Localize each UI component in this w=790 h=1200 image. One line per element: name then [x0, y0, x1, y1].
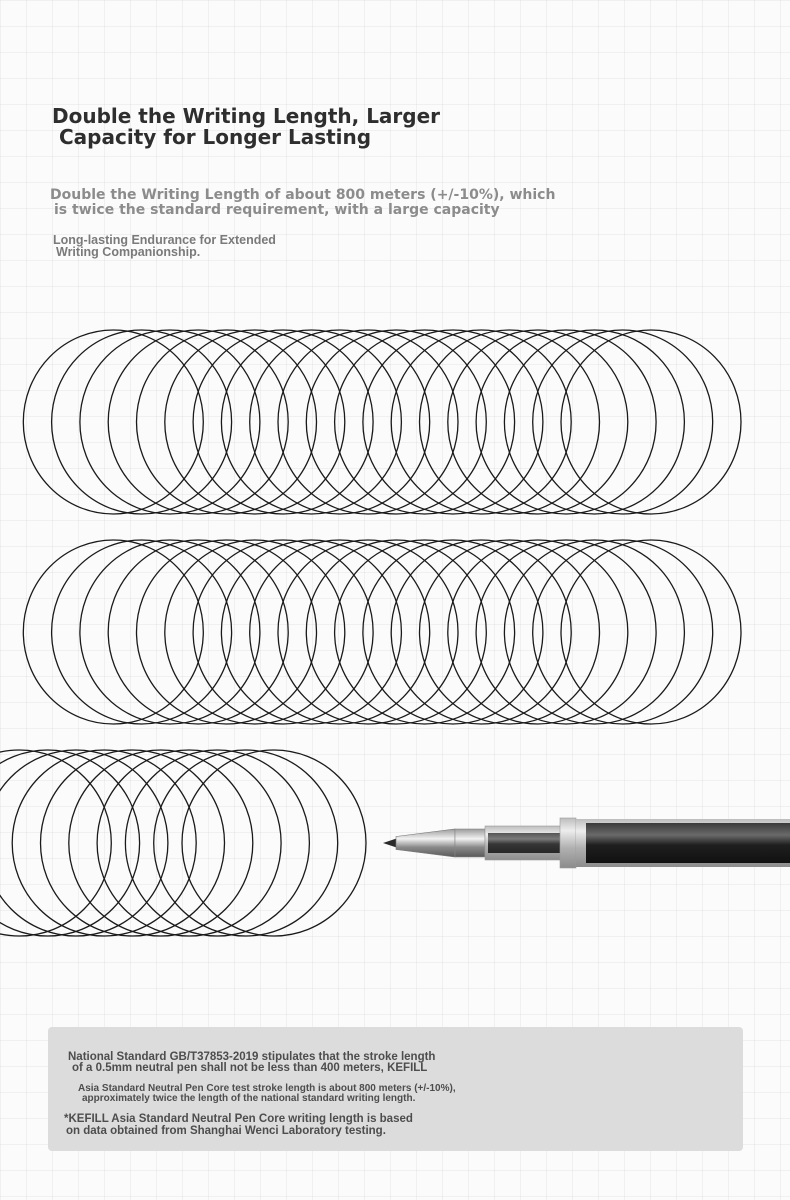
writing-loop	[79, 329, 261, 515]
writing-loop	[79, 539, 261, 725]
notes-standard-line-2: of a 0.5mm neutral pen shall not be less…	[72, 1062, 428, 1074]
writing-loop	[192, 329, 374, 515]
headline: Double the Writing Length, Larger Capaci…	[52, 106, 572, 148]
notes-footnote-line-2: on data obtained from Shanghai Wenci Lab…	[66, 1125, 386, 1137]
pen-refill-ring	[559, 817, 577, 869]
writing-loop	[560, 329, 742, 515]
writing-loop	[220, 539, 403, 725]
writing-loop	[181, 749, 367, 937]
writing-loop	[0, 749, 112, 937]
writing-loop	[447, 539, 629, 725]
writing-loop	[503, 539, 686, 725]
writing-loop	[135, 329, 318, 515]
writing-loop	[39, 749, 226, 937]
writing-loop	[107, 539, 289, 725]
loop-row-3	[0, 749, 367, 937]
writing-loop	[277, 539, 459, 725]
writing-loop	[305, 539, 487, 725]
writing-loop	[96, 749, 282, 937]
notes-test-line-2: approximately twice the length of the na…	[82, 1093, 416, 1104]
writing-loop	[447, 329, 629, 515]
writing-loop	[0, 749, 141, 937]
writing-loop	[249, 329, 431, 515]
pen-tip-cone	[395, 828, 456, 858]
writing-loop	[50, 329, 233, 515]
notes-test-line-1: Asia Standard Neutral Pen Core test stro…	[78, 1083, 456, 1094]
notes-footnote-line-1: *KEFILL Asia Standard Neutral Pen Core w…	[64, 1113, 413, 1125]
writing-loop	[333, 539, 516, 725]
writing-loop	[333, 329, 516, 515]
headline-line-2: Capacity for Longer Lasting	[59, 125, 372, 149]
writing-loop	[362, 539, 544, 725]
writing-loop	[532, 329, 714, 515]
writing-loop	[418, 539, 601, 725]
notes-test: Asia Standard Neutral Pen Core test stro…	[78, 1084, 456, 1104]
writing-loop	[532, 539, 714, 725]
writing-loop	[475, 329, 657, 515]
notes-standard-line-1: National Standard GB/T37853-2019 stipula…	[68, 1051, 436, 1063]
loop-row-1	[22, 329, 742, 515]
subheadline: Double the Writing Length of about 800 m…	[50, 188, 650, 218]
writing-loop	[107, 329, 289, 515]
writing-loop	[475, 539, 657, 725]
writing-loop	[68, 749, 254, 937]
notes-standard: National Standard GB/T37853-2019 stipula…	[68, 1051, 436, 1074]
writing-loop	[50, 539, 233, 725]
writing-loop	[277, 329, 459, 515]
writing-loop	[192, 539, 374, 725]
writing-loop	[220, 329, 403, 515]
notes-footnote: *KEFILL Asia Standard Neutral Pen Core w…	[64, 1113, 413, 1137]
notes-panel: National Standard GB/T37853-2019 stipula…	[48, 1027, 743, 1151]
writing-loop	[153, 749, 339, 937]
subheadline-line-1: Double the Writing Length of about 800 m…	[50, 187, 556, 203]
writing-loop	[164, 539, 346, 725]
writing-loop	[124, 749, 311, 937]
pen-refill-ink	[488, 833, 565, 853]
writing-loop	[390, 539, 572, 725]
writing-loop	[135, 539, 318, 725]
writing-loop	[22, 539, 204, 725]
headline-line-1: Double the Writing Length, Larger	[52, 104, 441, 128]
writing-loop	[305, 329, 487, 515]
writing-loop	[0, 749, 169, 937]
writing-loop	[503, 329, 686, 515]
writing-loop	[362, 329, 544, 515]
writing-loop	[560, 539, 742, 725]
pen-refill	[383, 817, 790, 869]
loop-row-2	[22, 539, 742, 725]
subheadline-line-2: is twice the standard requirement, with …	[54, 202, 500, 218]
writing-loop	[22, 329, 204, 515]
writing-loop	[11, 749, 197, 937]
writing-loop	[390, 329, 572, 515]
tagline: Long-lasting Endurance for Extended Writ…	[53, 233, 453, 259]
writing-loops-illustration	[0, 329, 790, 937]
writing-loop	[249, 539, 431, 725]
writing-loop	[164, 329, 346, 515]
loop-rows	[0, 329, 742, 937]
tagline-line-2: Writing Companionship.	[56, 245, 201, 259]
pen-refill-ink-body	[586, 823, 790, 863]
tagline-line-1: Long-lasting Endurance for Extended	[53, 233, 276, 247]
pen-tip-collar	[454, 828, 486, 858]
writing-loop	[418, 329, 601, 515]
